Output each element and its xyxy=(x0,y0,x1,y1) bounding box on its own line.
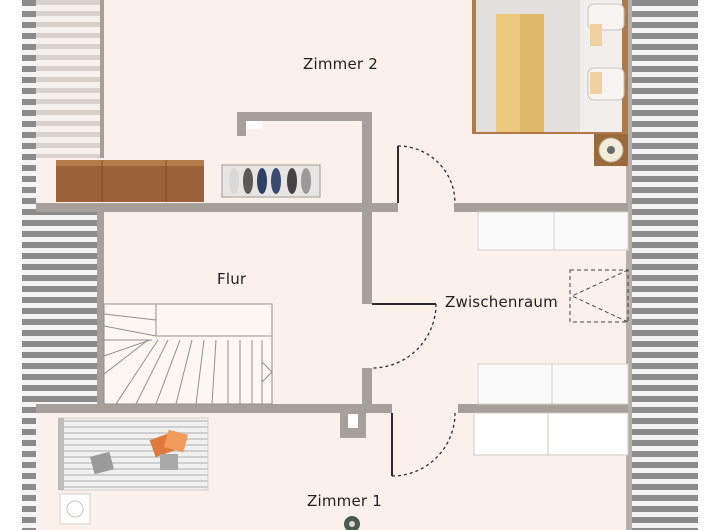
roof-window xyxy=(569,269,629,323)
wall-chimney-top xyxy=(237,112,372,121)
wooden-chest xyxy=(56,160,204,202)
room-label-flur: Flur xyxy=(217,270,247,288)
cabinet-upper xyxy=(477,211,629,251)
staircase xyxy=(103,303,273,405)
roof-slope-left-middle xyxy=(22,208,100,408)
doors xyxy=(371,145,456,477)
shoe-rack xyxy=(221,164,321,198)
wall-left-top xyxy=(100,0,104,158)
roof-slope-left-bottom xyxy=(22,408,36,530)
door-flur-swing xyxy=(371,303,437,369)
chimney-bottom-opening xyxy=(348,414,358,428)
cushion-grey-2 xyxy=(160,454,178,470)
roof-slope-right xyxy=(632,0,698,530)
double-bed xyxy=(472,0,628,134)
wall-flur-right xyxy=(362,112,372,304)
cushion-orange-2 xyxy=(164,429,188,453)
roof-slope-left-top xyxy=(22,0,36,208)
wall-top-right-segment xyxy=(454,203,628,212)
wall-flur-right-lower xyxy=(362,368,372,408)
wall-bottom-right-segment xyxy=(458,404,628,413)
nightstand xyxy=(594,134,628,166)
cushion-grey xyxy=(90,451,114,475)
cabinet-middle xyxy=(477,363,629,405)
roof-slope-right-edge xyxy=(626,0,632,530)
cabinet-lower xyxy=(473,412,629,456)
roof-slope-left-inner xyxy=(36,0,102,158)
pillow-top xyxy=(587,3,625,31)
room-label-zimmer-2: Zimmer 2 xyxy=(303,55,378,73)
wall-bottom-left-segment xyxy=(36,404,392,413)
room-label-zimmer-1: Zimmer 1 xyxy=(307,492,382,510)
floor-lamp-icon xyxy=(344,516,360,530)
wall-top-left-segment xyxy=(36,203,398,212)
chimney-top-opening xyxy=(246,121,262,129)
daybed xyxy=(58,417,209,491)
corner-plant xyxy=(59,493,91,525)
room-label-zwischenraum: Zwischenraum xyxy=(445,293,558,311)
door-zimmer2-swing xyxy=(397,145,456,204)
door-zimmer1-swing xyxy=(391,412,456,477)
wall-flur-left xyxy=(97,203,104,413)
stair-direction-arrow xyxy=(261,361,273,383)
wall-chimney-stub xyxy=(237,112,246,136)
walls xyxy=(36,0,628,438)
